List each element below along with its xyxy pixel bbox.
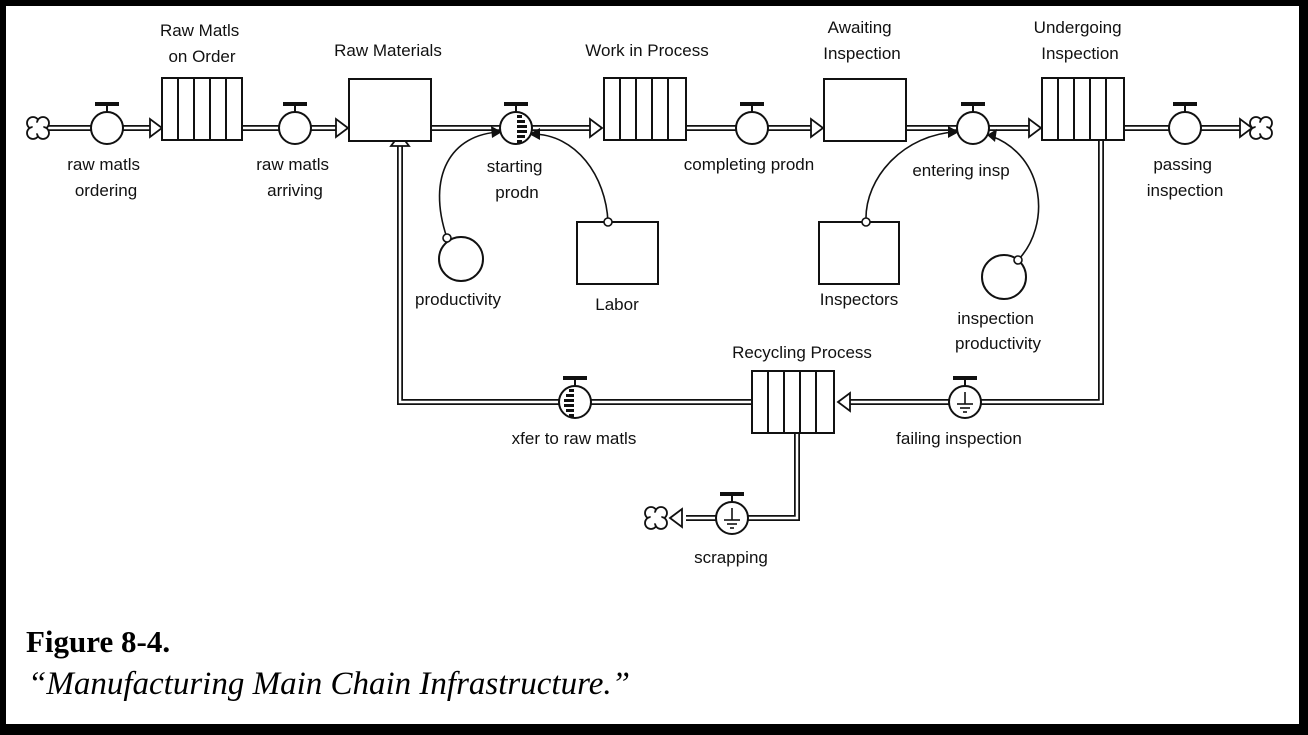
label-inspectors: Inspectors (820, 290, 898, 309)
label-completing-prodn: completing prodn (684, 155, 814, 174)
stock-raw-materials[interactable] (348, 78, 432, 142)
label-work-in-process: Work in Process (585, 41, 708, 60)
stock-recycling-process[interactable] (751, 370, 835, 434)
valve-scrapping[interactable] (715, 491, 749, 535)
valve-entering-insp[interactable] (956, 101, 990, 145)
stock-work-in-process[interactable] (603, 77, 687, 141)
valve-starting-prodn[interactable] (499, 101, 533, 145)
label-productivity: productivity (415, 290, 501, 309)
label-raw-matls-arriving: raw matls arriving (256, 155, 333, 200)
label-failing-inspection: failing inspection (896, 429, 1022, 448)
stock-awaiting-inspection[interactable] (823, 78, 907, 142)
stock-flow-diagram: Raw Matls on Order Raw Materials Work in… (26, 18, 1273, 567)
figure-caption: “Manufacturing Main Chain Infrastructure… (28, 666, 630, 702)
label-labor: Labor (595, 295, 639, 314)
figure-frame: Raw Matls on Order Raw Materials Work in… (6, 6, 1299, 724)
label-starting-prodn: starting prodn (487, 157, 547, 202)
valve-raw-matls-arriving[interactable] (278, 101, 312, 145)
valve-failing-inspection[interactable] (948, 375, 982, 419)
label-raw-matls-on-order: Raw Matls on Order (160, 21, 244, 66)
label-xfer-to-raw-matls: xfer to raw matls (512, 429, 637, 448)
source-cloud-icon (26, 116, 50, 140)
label-recycling-process: Recycling Process (732, 343, 872, 362)
figure-number: Figure 8-4. (26, 624, 171, 659)
label-undergoing-inspection: Undergoing Inspection (1034, 18, 1127, 63)
valve-raw-matls-ordering[interactable] (90, 101, 124, 145)
label-passing-inspection: passing inspection (1147, 155, 1224, 200)
stock-inspectors[interactable] (818, 221, 900, 285)
label-scrapping: scrapping (694, 548, 768, 567)
valve-xfer-to-raw-matls[interactable] (558, 375, 592, 419)
aux-inspection-productivity[interactable] (981, 254, 1027, 300)
valve-passing-inspection[interactable] (1168, 101, 1202, 145)
connectors (438, 126, 1040, 265)
label-raw-materials: Raw Materials (334, 41, 442, 60)
label-awaiting-inspection: Awaiting Inspection (823, 18, 901, 63)
stock-labor[interactable] (576, 221, 659, 285)
stock-raw-matls-on-order[interactable] (161, 77, 243, 141)
label-raw-matls-ordering: raw matls ordering (67, 155, 144, 200)
sink-cloud-passing-icon (1249, 116, 1273, 140)
pipes (46, 117, 1254, 529)
label-inspection-productivity: inspection productivity (955, 309, 1041, 353)
valve-completing-prodn[interactable] (735, 101, 769, 145)
aux-productivity[interactable] (438, 236, 484, 282)
stock-undergoing-inspection[interactable] (1041, 77, 1125, 141)
label-entering-insp: entering insp (912, 161, 1009, 180)
sink-cloud-scrapping-icon (644, 506, 668, 530)
